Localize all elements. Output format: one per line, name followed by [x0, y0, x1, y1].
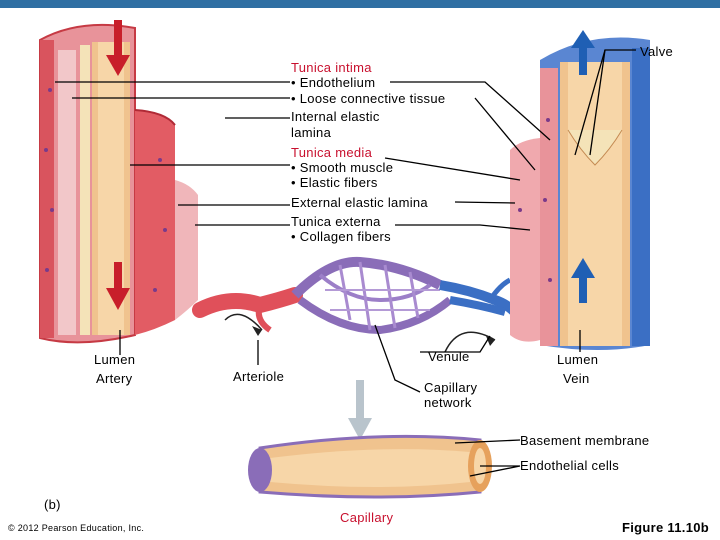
lumen-artery-label-2: Artery	[96, 371, 133, 386]
lumen-vein-label-2: Vein	[563, 371, 590, 386]
arteriole-label: Arteriole	[233, 369, 285, 384]
figure-caption: Figure 11.10b	[622, 520, 709, 535]
vein-illustration	[510, 30, 650, 350]
capillary-network-illustration	[192, 256, 524, 440]
panel-label: (b)	[44, 497, 61, 512]
loose-connective-tissue-label: • Loose connective tissue	[291, 91, 446, 106]
elastic-fibers-label: • Elastic fibers	[291, 175, 378, 190]
external-elastic-lamina-label: External elastic lamina	[291, 195, 428, 210]
smooth-muscle-label: • Smooth muscle	[291, 160, 394, 175]
lumen-vein-label-1: Lumen	[557, 352, 599, 367]
capillary-network-label-1: Capillary	[424, 380, 478, 395]
endothelial-cells-label: Endothelial cells	[520, 458, 620, 473]
top-accent-bar	[0, 0, 720, 8]
valve-label: Valve	[640, 44, 674, 59]
venule-label: Venule	[428, 349, 470, 364]
basement-membrane-label: Basement membrane	[520, 433, 650, 448]
artery-illustration	[39, 20, 198, 344]
tunica-externa-label: Tunica externa	[291, 214, 381, 229]
collagen-fibers-label: • Collagen fibers	[291, 229, 391, 244]
tunica-intima-label: Tunica intima	[291, 60, 372, 75]
tunica-media-label: Tunica media	[291, 145, 373, 160]
endothelium-label: • Endothelium	[291, 75, 376, 90]
capillary-illustration	[248, 434, 492, 499]
capillary-network-label-2: network	[424, 395, 472, 410]
copyright-text: © 2012 Pearson Education, Inc.	[8, 523, 145, 533]
internal-elastic-label: Internal elastic	[291, 109, 380, 124]
capillary-label: Capillary	[340, 510, 394, 525]
leader-lines	[55, 49, 636, 477]
internal-elastic-lamina-label: lamina	[291, 125, 332, 140]
lumen-artery-label-1: Lumen	[94, 352, 136, 367]
